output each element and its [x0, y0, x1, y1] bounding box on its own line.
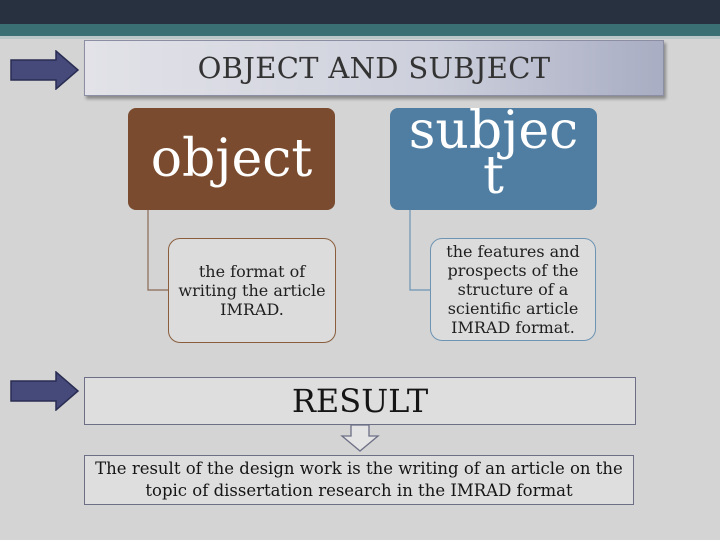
right-arrow-icon	[10, 50, 80, 90]
object-description: the format of writing the article IMRAD.	[178, 262, 326, 319]
header-bar	[0, 0, 720, 24]
subject-label-line-2: t	[483, 146, 504, 206]
object-box: object	[128, 108, 335, 210]
object-label: object	[150, 129, 313, 189]
down-arrow-icon	[340, 424, 380, 452]
object-description-box: the format of writing the article IMRAD.	[168, 238, 336, 343]
result-text-box: The result of the design work is the wri…	[84, 455, 634, 505]
page-title: OBJECT AND SUBJECT	[84, 40, 664, 96]
subject-connector	[409, 210, 431, 291]
result-heading-box: RESULT	[84, 377, 636, 425]
header-stripe	[0, 24, 720, 36]
subject-description: the features and prospects of the struct…	[446, 242, 580, 337]
subject-box: subjec t	[390, 108, 597, 210]
right-arrow-icon	[10, 371, 80, 411]
result-heading: RESULT	[291, 382, 429, 420]
result-text: The result of the design work is the wri…	[95, 459, 623, 500]
header-stripe-light	[0, 36, 720, 39]
subject-label-line-1: subjec	[408, 108, 579, 162]
subject-description-box: the features and prospects of the struct…	[430, 238, 596, 341]
object-connector	[147, 210, 169, 291]
